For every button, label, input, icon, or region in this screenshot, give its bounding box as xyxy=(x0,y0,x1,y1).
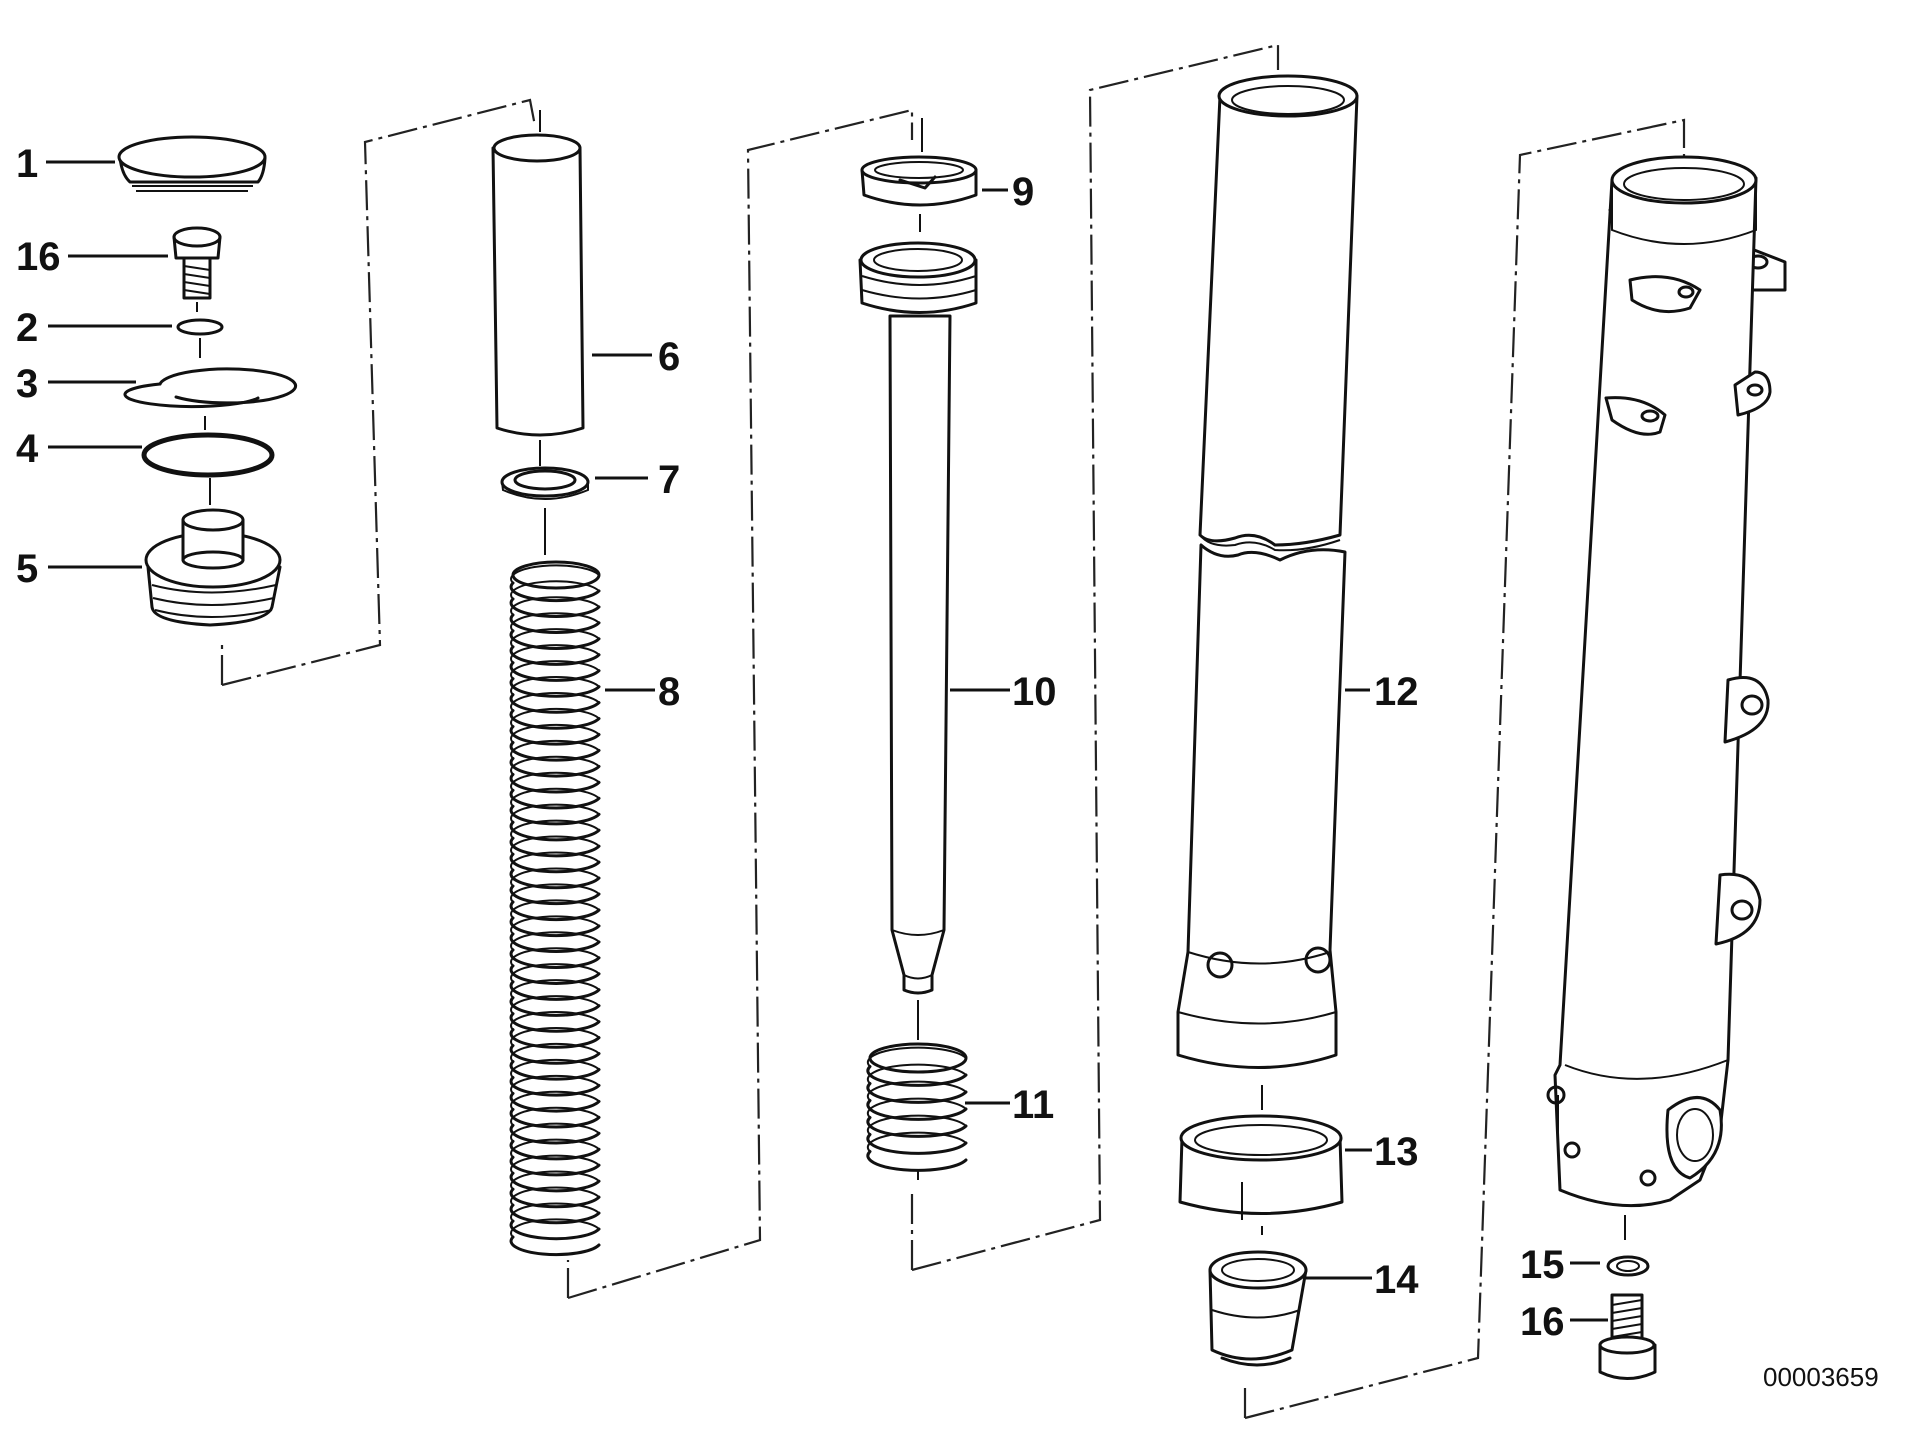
part-slider-tube xyxy=(1546,155,1787,1208)
part-5-plug xyxy=(144,508,282,627)
part-label-11: 11 xyxy=(1012,1083,1054,1127)
part-label-5: 5 xyxy=(16,547,38,591)
part-15-sealing-ring xyxy=(1606,1255,1650,1277)
part-label-9: 9 xyxy=(1012,170,1034,214)
group-bracket-2 xyxy=(566,108,914,1300)
part-2-small-seal xyxy=(176,318,224,336)
group-bracket-3 xyxy=(910,43,1280,1272)
part-13-bushing xyxy=(1178,1114,1344,1220)
part-1-cap xyxy=(117,135,267,192)
part-6-spacer-tube xyxy=(491,133,585,437)
part-16-screw-top xyxy=(172,226,222,300)
part-label-15: 15 xyxy=(1520,1243,1565,1287)
part-label-13: 13 xyxy=(1374,1130,1419,1174)
part-4-o-ring xyxy=(141,432,275,478)
part-label-7: 7 xyxy=(658,458,680,502)
part-label-14: 14 xyxy=(1374,1258,1419,1302)
part-label-3: 3 xyxy=(16,362,38,406)
part-11-rebound-spring xyxy=(866,1042,968,1172)
part-9-split-ring xyxy=(860,155,978,207)
group-bracket-4 xyxy=(1243,118,1686,1420)
part-3-circlip xyxy=(123,367,297,408)
leader-lines xyxy=(46,160,1608,1322)
drawing-number: 00003659 xyxy=(1763,1362,1879,1392)
group-bracket-1 xyxy=(220,98,537,687)
part-16-screw-bottom xyxy=(1598,1293,1657,1380)
part-label-8: 8 xyxy=(658,670,680,714)
part-label-12: 12 xyxy=(1374,670,1419,714)
part-label-10: 10 xyxy=(1012,670,1057,714)
part-label-4: 4 xyxy=(16,427,39,471)
part-14-damper-cone xyxy=(1208,1250,1308,1367)
part-label-16-bottom: 16 xyxy=(1520,1300,1565,1344)
part-label-2: 2 xyxy=(16,306,38,350)
part-8-fork-spring xyxy=(509,560,601,1257)
part-7-washer xyxy=(500,466,590,500)
part-12-fork-tube xyxy=(1176,74,1359,1069)
part-10-damper-rod xyxy=(858,241,978,995)
part-label-16-top: 16 xyxy=(16,235,61,279)
part-label-6: 6 xyxy=(658,335,680,379)
part-label-1: 1 xyxy=(16,142,38,186)
